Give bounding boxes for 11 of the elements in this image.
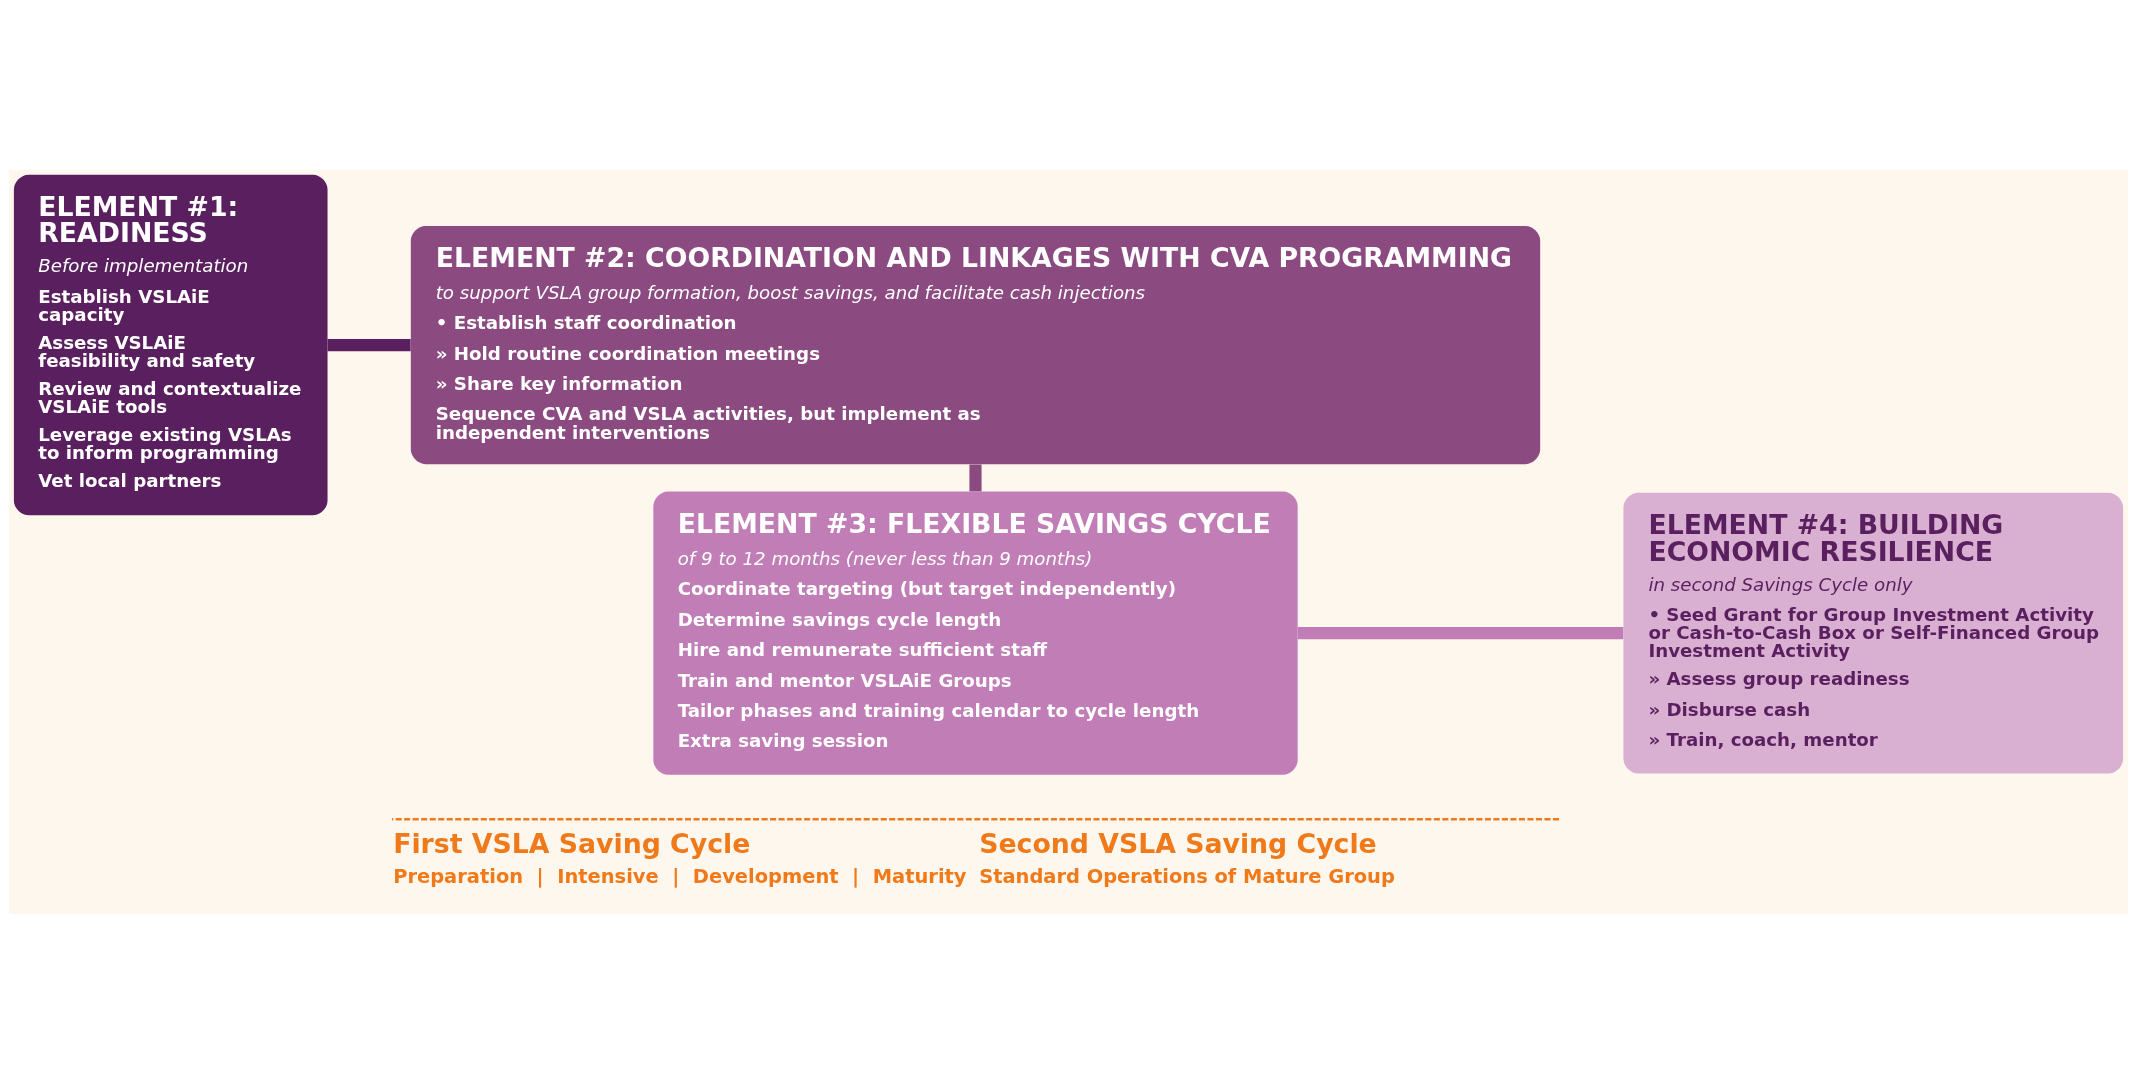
label: Preparation | Intensive | Development | Maturity [393,865,967,889]
connector [1297,627,1624,640]
connector [327,339,411,352]
label: Second VSLA Saving Cycle [979,827,1377,859]
connector [969,464,982,492]
node-box: ELEMENT #2: COORDINATION AND LINKAGES WITH CVA PROGRAMMING to support VSLA group formation, boost savings, and facilitate cash injections • Establish staff coordination » Hold routine coordination meetings » Share key information Sequence CVA and VSLA activities, but implement as independent interventions [410,225,1541,465]
node-box: ELEMENT #3: FLEXIBLE SAVINGS CYCLE of 9 to 12 months (never less than 9 months) Coordinate targeting (but target independently) Determine savings cycle length Hire and remunerate sufficient staff Train and mentor VSLAiE Groups Tailor phases and training calendar to cycle length Extra saving session [653,491,1298,775]
node-box: ELEMENT #1: READINESS Before implementation Establish VSLAiE capacity Assess VSLAiE feasibility and safety Review and contextualize VSLAiE tools Leverage existing VSLAs to inform programming Vet local partners [13,174,328,516]
label: Standard Operations of Mature Group [979,865,1395,889]
label: First VSLA Saving Cycle [393,827,751,859]
node-box: ELEMENT #4: BUILDING ECONOMIC RESILIENCE in second Savings Cycle only • Seed Grant for Group Investment Activity or Cash-to-Cash Box or Self-Financed Group Investment Activity » Assess group readiness » Disburse cash » Train, coach, mentor [1623,492,2124,774]
